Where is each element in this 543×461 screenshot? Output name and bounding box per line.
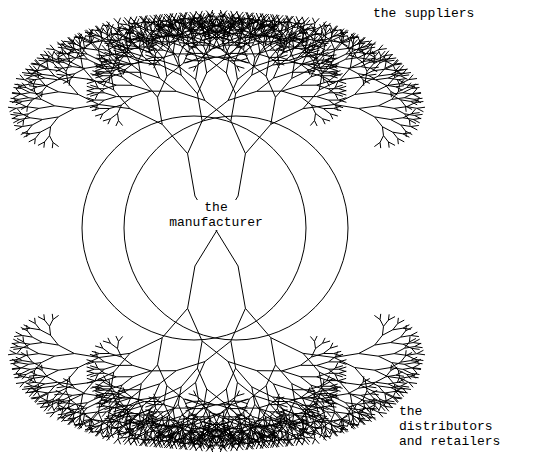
- caption-label: the distributors and retailers: [398, 404, 508, 449]
- caption-label: the suppliers: [372, 6, 475, 21]
- distributor-tree: [8, 266, 425, 452]
- circle-outline: [124, 116, 348, 340]
- circle-outline: [82, 116, 306, 340]
- caption-label: the manufacturer: [160, 200, 272, 230]
- supplier-tree: [8, 10, 425, 196]
